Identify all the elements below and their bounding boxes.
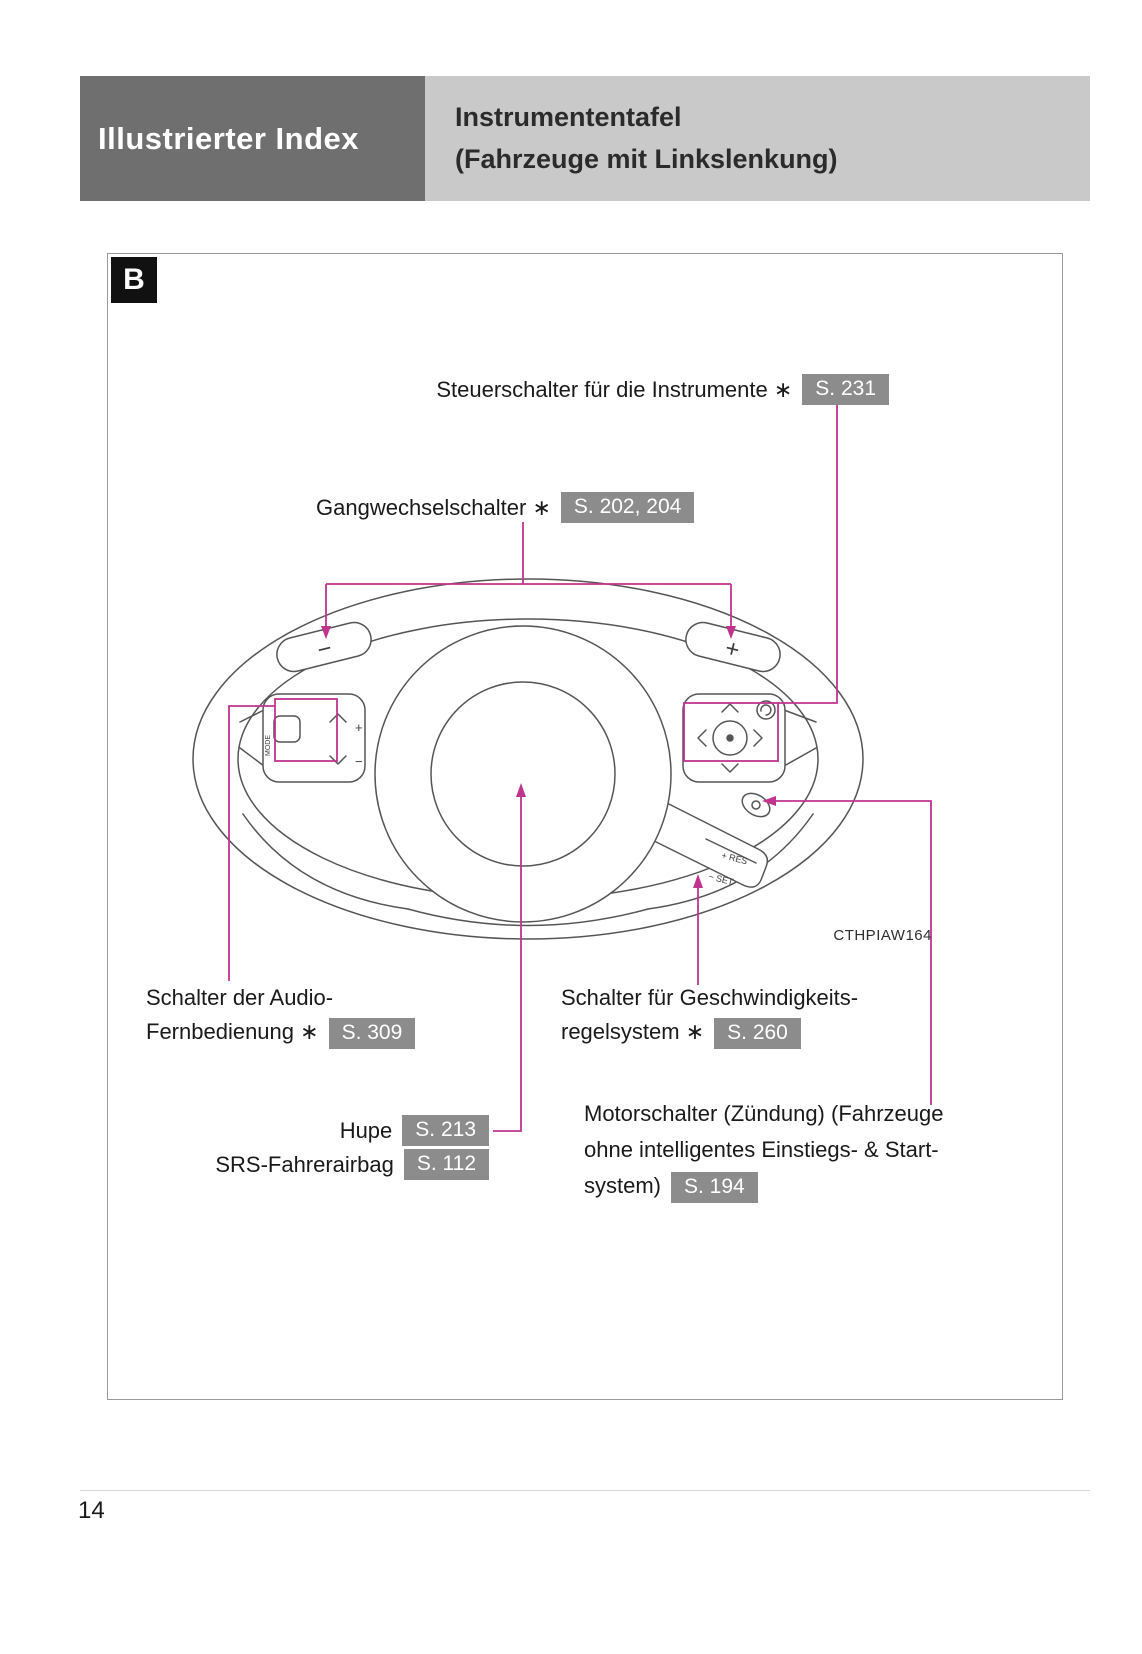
wheel-outer-rim xyxy=(192,578,864,940)
arrowhead-right-paddle xyxy=(726,626,736,639)
page-ref-badge-shift: S. 202, 204 xyxy=(560,492,695,524)
chapter-header: Instrumententafel (Fahrzeuge mit Linksle… xyxy=(425,76,1090,201)
meter-switch-cluster xyxy=(682,693,786,783)
callout-airbag-label: SRS-Fahrerairbag xyxy=(215,1151,394,1177)
left-paddle-minus-icon: − xyxy=(315,635,335,665)
audio-switch-cluster: + − MODE xyxy=(262,693,366,783)
callout-cruise-line1: Schalter für Geschwindigkeits- xyxy=(561,985,859,1010)
figure-panel-letter: B xyxy=(111,257,157,303)
callout-engine: Motorschalter (Zündung) (Fahrzeuge ohne … xyxy=(584,1096,944,1204)
steering-wheel-illustration: − + + RES − SET xyxy=(192,405,932,1132)
wheel-inner-rim xyxy=(237,618,819,900)
callout-audio-line1: Schalter der Audio- xyxy=(146,985,334,1010)
left-shift-paddle: − xyxy=(276,621,372,673)
ignition-switch xyxy=(741,792,771,818)
callout-engine-line1: Motorschalter (Zündung) (Fahrzeuge xyxy=(584,1101,944,1126)
stalk-res-label: + RES xyxy=(721,850,749,866)
airbag-pad xyxy=(430,681,616,867)
page-title-line1: Instrumententafel xyxy=(455,102,682,132)
stalk-set-label: − SET xyxy=(708,871,735,887)
cruise-control-stalk: + RES − SET xyxy=(639,795,769,888)
right-paddle-plus-icon: + xyxy=(722,635,742,665)
callout-cruise-line2: regelsystem ∗ S. 260 xyxy=(561,1015,858,1050)
footer-rule xyxy=(80,1490,1090,1491)
figure-box: B − + xyxy=(107,253,1063,1400)
callout-audio: Schalter der Audio- Fernbedienung ∗ S. 30… xyxy=(146,981,416,1050)
section-header: Illustrierter Index xyxy=(80,76,425,201)
mode-button-label: MODE xyxy=(265,735,272,756)
callout-horn: Hupe S. 213 xyxy=(339,1115,489,1147)
callout-audio-line2-text: Fernbedienung ∗ xyxy=(146,1019,319,1044)
callout-instrument: Steuerschalter für die Instrumente ∗ S. … xyxy=(436,374,889,406)
callout-cruise: Schalter für Geschwindigkeits- regelsyst… xyxy=(561,981,859,1050)
page-title-line2: (Fahrzeuge mit Linkslenkung) xyxy=(455,144,838,174)
callout-shift-label: Gangwechselschalter ∗ xyxy=(316,494,551,520)
highlight-box-meter-cluster xyxy=(683,702,779,762)
volume-up-icon: + xyxy=(355,720,363,735)
page-ref-badge-cruise: S. 260 xyxy=(714,1018,801,1050)
steering-wheel: − + + RES − SET xyxy=(192,578,864,940)
page-ref-badge-airbag: S. 112 xyxy=(403,1149,489,1181)
callout-airbag: SRS-Fahrerairbag S. 112 xyxy=(215,1149,489,1181)
highlight-box-audio-cluster xyxy=(274,698,338,762)
callout-instrument-label: Steuerschalter für die Instrumente ∗ xyxy=(436,376,793,402)
right-shift-paddle: + xyxy=(685,621,781,673)
callout-engine-line2: ohne intelligentes Einstiegs- & Start- xyxy=(584,1137,939,1162)
callout-audio-line2: Fernbedienung ∗ S. 309 xyxy=(146,1015,416,1050)
airbag-hub xyxy=(374,625,672,923)
callout-engine-line3-text: system) xyxy=(584,1173,661,1198)
callout-engine-line3: system) S. 194 xyxy=(584,1168,944,1204)
figure-code: CTHPIAW164 xyxy=(833,927,932,944)
callout-shift: Gangwechselschalter ∗ S. 202, 204 xyxy=(316,492,695,524)
page-ref-badge-instrument: S. 231 xyxy=(802,374,889,406)
callout-cruise-line2-text: regelsystem ∗ xyxy=(561,1019,705,1044)
arrowhead-horn xyxy=(516,783,526,797)
page-ref-badge-engine: S. 194 xyxy=(671,1172,758,1204)
section-title: Illustrierter Index xyxy=(98,120,360,156)
volume-down-icon: − xyxy=(355,754,363,769)
arrowhead-left-paddle xyxy=(321,626,331,639)
page-ref-badge-horn: S. 213 xyxy=(402,1115,489,1147)
arrowhead-cruise xyxy=(693,874,703,888)
arrowhead-engine-switch xyxy=(762,796,776,806)
page-ref-badge-audio: S. 309 xyxy=(328,1018,416,1050)
page-number: 14 xyxy=(78,1497,105,1524)
callout-horn-label: Hupe xyxy=(339,1117,393,1143)
